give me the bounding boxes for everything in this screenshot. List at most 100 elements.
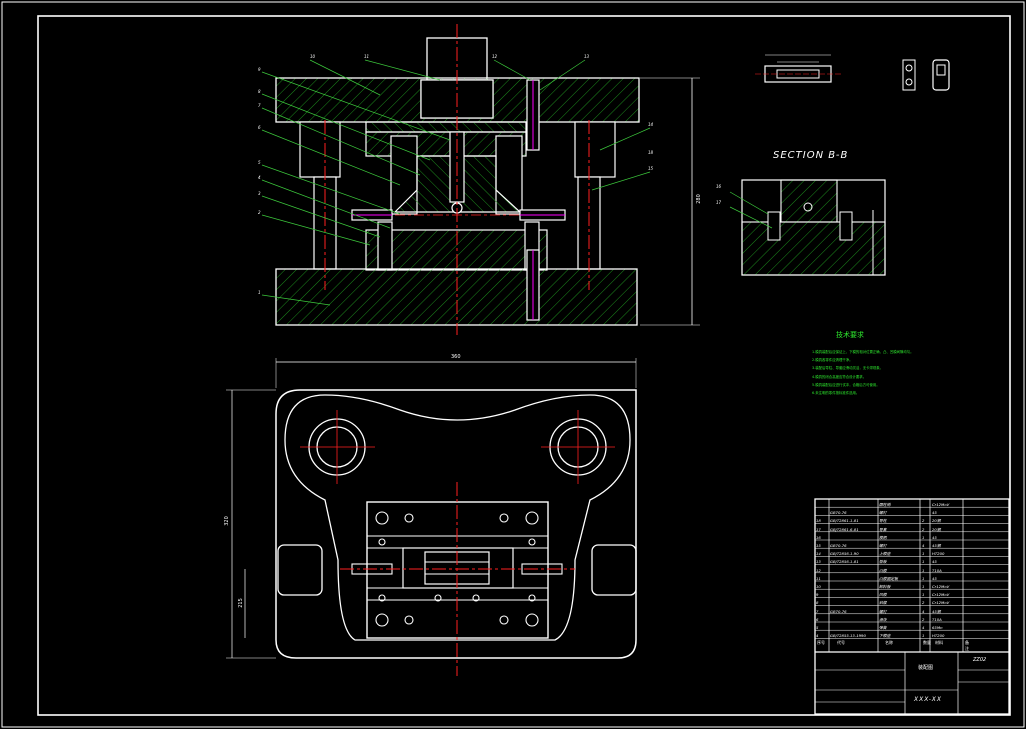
part-callout: 8 <box>258 89 261 94</box>
parts-list-cell: T10A <box>932 567 942 573</box>
parts-list-cell: 20钢 <box>932 526 941 532</box>
parts-list-cell: 凸模 <box>879 567 887 573</box>
parts-list-cell: 2 <box>922 526 925 532</box>
part-callout: 10 <box>310 54 316 59</box>
parts-list-cell: 5 <box>816 625 819 630</box>
parts-list-cell: 11 <box>816 575 821 581</box>
parts-list-cell: 导柱 <box>879 518 887 524</box>
tech-requirements: 技术要求 1.模具装配后应保证上、下模的相对位置正确，凸、凹模间隙均匀。2.模具… <box>812 330 1012 397</box>
parts-list-cell: 17 <box>816 526 821 532</box>
parts-list-row: 12 凸模 1 T10A <box>815 567 1009 575</box>
part-callout: 14 <box>648 122 654 127</box>
parts-list-cell: 4 <box>922 608 925 614</box>
parts-list-cell: 模柄 <box>879 534 887 540</box>
part-callout: 5 <box>258 160 261 165</box>
parts-list-cell: 4 <box>816 633 819 639</box>
plan-view <box>226 358 637 676</box>
part-callout: 17 <box>716 200 722 205</box>
part-callout: 2 <box>258 210 261 215</box>
parts-list-cell: 1 <box>922 551 925 557</box>
parts-list-cell: 9 <box>816 592 819 598</box>
parts-list-cell: GB/T2855.13-1990 <box>830 633 866 639</box>
tech-requirement-line: 1.模具装配后应保证上、下模的相对位置正确，凸、凹模间隙均匀。 <box>812 350 914 354</box>
parts-list-cell: 45 <box>932 575 937 581</box>
part-callout: 9 <box>258 67 261 72</box>
parts-list-cell: Cr12MoV <box>932 600 950 606</box>
parts-list-cell: 65Mn <box>932 625 943 630</box>
parts-list-cell: 14 <box>816 551 821 557</box>
parts-list-cell: GB/T2861.1-81 <box>830 518 859 524</box>
parts-list-cell: 45 <box>932 559 937 565</box>
tech-requirement-line: 4.模具的闭合高度应符合设计要求。 <box>812 374 867 379</box>
tech-requirement-line: 2.模具各零件应清理干净。 <box>812 358 853 363</box>
parts-list-row: 圆柱销 Cr12MoV <box>815 501 1009 509</box>
part-detail-views <box>755 54 950 91</box>
parts-list-row: 17 GB/T2861.6-81 导套 2 20钢 <box>815 526 1009 534</box>
parts-list-cell: 垫板 <box>879 559 887 565</box>
parts-list-cell: 4 <box>922 543 925 548</box>
parts-list-cell: GB70-76 <box>830 608 847 614</box>
parts-list-header: 材料 <box>935 640 943 645</box>
part-callout: 1 <box>258 290 261 295</box>
parts-list-cell: 8 <box>816 600 819 606</box>
parts-list-cell: 45 <box>932 510 937 516</box>
part-callout: 11 <box>364 54 370 59</box>
parts-list-cell: 1 <box>922 592 925 598</box>
parts-list-cell: GB/T2861.6-81 <box>830 526 859 532</box>
callout-leaders <box>261 59 651 306</box>
dim-overall-height: 280 <box>695 194 702 204</box>
drawing-name: 装配图 <box>918 665 934 671</box>
parts-list-cell: 16 <box>816 534 821 540</box>
parts-list-cell: 螺钉 <box>879 510 887 516</box>
parts-list-cell: 斜楔 <box>879 600 887 606</box>
parts-list-cell: 导套 <box>879 526 887 532</box>
title-block-headers: 序号代号名称数量材料备注 <box>815 640 969 651</box>
parts-list-cell: 弹簧 <box>879 625 887 630</box>
parts-list-cell: 15 <box>816 543 821 548</box>
parts-list-cell: 圆柱销 <box>879 502 891 507</box>
tech-requirements-list: 1.模具装配后应保证上、下模的相对位置正确，凸、凹模间隙均匀。 2.模具各零件应清… <box>812 348 1012 397</box>
parts-list-cell: 2 <box>922 600 925 606</box>
parts-list-cell: 螺钉 <box>879 608 887 614</box>
parts-list-cell: 2 <box>922 616 925 622</box>
front-section-view <box>275 24 700 335</box>
section-bb-view <box>729 179 886 276</box>
parts-list-cell: 13 <box>816 559 821 565</box>
parts-list-row: 9 凹模 1 Cr12MoV <box>815 591 1009 599</box>
part-callout: 6 <box>258 125 261 130</box>
tech-requirement-line: 6.未注明的零件按标准件选用。 <box>812 391 860 396</box>
part-callout: 3 <box>258 191 261 196</box>
parts-list-cell: 6 <box>816 616 819 622</box>
section-bb-title: SECTION B-B <box>773 150 849 161</box>
parts-list-cell: 滑块 <box>879 616 887 622</box>
parts-list-header: 序号 <box>817 640 825 645</box>
tech-requirement-line: 3.装配后导柱、导套应滑动灵活，无卡滞现象。 <box>812 366 884 371</box>
parts-list-cell: 螺钉 <box>879 543 887 548</box>
parts-list-cell: 凹模 <box>879 592 887 598</box>
parts-list-row: 8 斜楔 2 Cr12MoV <box>815 599 1009 607</box>
parts-list-cell: 1 <box>922 584 925 589</box>
part-callout: 18 <box>648 150 654 155</box>
parts-list-cell: GB/T2856.1-90 <box>830 551 859 557</box>
inner-frame <box>37 15 1011 716</box>
parts-list-cell: 1 <box>922 534 925 540</box>
parts-list-header: 名称 <box>885 640 893 645</box>
parts-list-cell: 20钢 <box>932 518 941 524</box>
parts-list-cell: Cr12MoV <box>932 502 950 507</box>
part-callout: 13 <box>584 54 590 59</box>
parts-list-cell: 12 <box>816 567 821 573</box>
parts-list-cell: 1 <box>922 567 925 573</box>
parts-list-cell: Cr12MoV <box>932 592 950 598</box>
